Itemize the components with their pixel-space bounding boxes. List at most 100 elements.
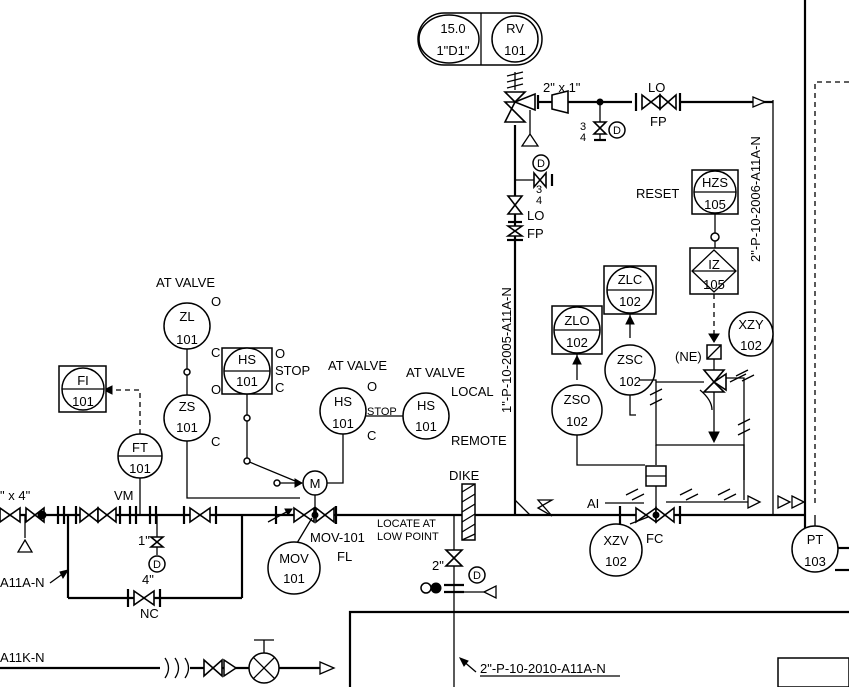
locate-label-2: LOW POINT — [377, 531, 439, 543]
zlo-102-bottom: 102 — [566, 335, 588, 350]
relief-valve-rv101: 15.0 1"D1" RV 101 2" x 1" D 3 4 LO FP 2"… — [417, 12, 773, 262]
remote-label: REMOTE — [451, 433, 507, 448]
hs-101-local-remote: AT VALVE AT VALVE HS 101 O STOP C HS 101… — [319, 358, 507, 484]
o-label-stop: O — [275, 346, 285, 361]
frac-top-1: 3 — [536, 184, 542, 196]
at-valve-label-3: AT VALVE — [406, 365, 465, 380]
o-label-2: O — [211, 382, 221, 397]
hs-101-stop: HS 101 O STOP C — [221, 346, 310, 488]
pt-103-top: PT — [807, 532, 824, 547]
vertical-right-line-label: 2"-P-10-2006-A11A-N — [748, 136, 763, 262]
rv-101-top: RV — [506, 21, 524, 36]
iz-105-top: IZ — [708, 257, 720, 272]
fp-label-1: FP — [527, 226, 544, 241]
iz-105-bottom: 105 — [703, 277, 725, 292]
zl-zs-limit-switches: AT VALVE ZL 101 O C ZS 101 O C — [156, 275, 300, 499]
rv-set-top: 15.0 — [440, 21, 465, 36]
hs-101-remote-top: HS — [417, 398, 435, 413]
bottom-line-label: 2"-P-10-2010-A11A-N — [480, 661, 606, 676]
zl-101-top: ZL — [179, 309, 194, 324]
relief-vertical-line: LO FP D 3 4 1"-P-10-2005-A11A-N — [499, 125, 555, 517]
vertical-left-line-label: 1"-P-10-2005-A11A-N — [499, 287, 514, 413]
hs-101-stop-top: HS — [238, 352, 256, 367]
fc-label: FC — [646, 531, 663, 546]
drain-d-2: D — [473, 570, 481, 582]
rv-101-bottom: 101 — [504, 43, 526, 58]
pt-103-bottom: 103 — [804, 554, 826, 569]
hzs-105-bottom: 105 — [704, 197, 726, 212]
main-process-line — [0, 0, 849, 600]
ft-101-top: FT — [132, 440, 148, 455]
left-bottom-line-label: A11K-N — [0, 650, 45, 665]
stop-label-1: STOP — [275, 363, 310, 378]
rv-set-bubble — [418, 14, 480, 64]
dike-label: DIKE — [449, 468, 480, 483]
zso-102-top: ZSO — [564, 392, 591, 407]
xzv-102-bottom: 102 — [605, 554, 627, 569]
frac-bottom-1: 4 — [536, 195, 542, 207]
mov-tag-label: MOV-101 — [310, 530, 365, 545]
drain-d-3: D — [537, 158, 545, 170]
locate-label-1: LOCATE AT — [377, 518, 436, 530]
xzv-102-bubble — [589, 523, 643, 577]
shutdown-logic: RESET HZS 105 IZ 105 XZY 102 (NE) — [636, 169, 774, 500]
bypass-nc-valve: 4" NC — [126, 572, 162, 621]
zl-101-bottom: 101 — [176, 332, 198, 347]
zsc-102-top: ZSC — [617, 352, 643, 367]
o-label-4: O — [367, 379, 377, 394]
at-valve-label-1: AT VALVE — [156, 275, 215, 290]
zso-102-bottom: 102 — [566, 414, 588, 429]
xzy-102-bottom: 102 — [740, 338, 762, 353]
c-label-1: C — [211, 345, 220, 360]
mov-101-assembly: M MOV 101 MOV-101 FL — [267, 470, 365, 595]
mov-101-bubble — [267, 541, 321, 595]
c-label-stop: C — [275, 380, 284, 395]
c-label-4: C — [367, 428, 376, 443]
lo-label-2: LO — [648, 80, 665, 95]
reset-label: RESET — [636, 186, 679, 201]
block-valve — [182, 506, 218, 524]
ai-label: AI — [587, 496, 599, 511]
fl-label: FL — [337, 549, 352, 564]
nc-label: NC — [140, 606, 159, 621]
xzy-102-bubble — [728, 311, 774, 357]
upstream-valves: " x 4" A11A-N — [0, 488, 70, 590]
lo-label-1: LO — [527, 208, 544, 223]
hs-101-local-top: HS — [334, 394, 352, 409]
drain-d-1: D — [153, 559, 161, 571]
frac-bottom-2: 4 — [580, 132, 586, 144]
frac-top-2: 3 — [580, 121, 586, 133]
xzy-102-top: XZY — [738, 317, 764, 332]
local-label: LOCAL — [451, 384, 494, 399]
at-valve-label-2: AT VALVE — [328, 358, 387, 373]
zlc-102-top: ZLC — [618, 272, 643, 287]
stop-label-2: STOP — [367, 406, 397, 418]
rv-101-bubble — [491, 15, 539, 63]
rv-set-bottom: 1"D1" — [436, 43, 469, 58]
reducer-label: 2" x 1" — [543, 80, 581, 95]
ne-label: (NE) — [675, 349, 702, 364]
drain-d-4: D — [613, 125, 621, 137]
size-2-label: 2" — [432, 558, 444, 573]
ft-101-bottom: 101 — [129, 461, 151, 476]
vm-label: VM — [114, 488, 134, 503]
xzv-102-top: XZV — [603, 533, 629, 548]
mov-101-top: MOV — [279, 551, 309, 566]
zs-101-top: ZS — [179, 399, 196, 414]
motor-label: M — [310, 476, 321, 491]
fp-label-2: FP — [650, 114, 667, 129]
bottom-pipes: A11K-N 2"-P-10-2010-A11A-N — [0, 610, 849, 687]
size-1-label: 1" — [138, 533, 150, 548]
hs-101-remote-bottom: 101 — [415, 419, 437, 434]
c-label-2: C — [211, 434, 220, 449]
pt-103-bubble — [791, 525, 839, 573]
zlo-102-top: ZLO — [564, 313, 589, 328]
zs-101-bottom: 101 — [176, 420, 198, 435]
pt-103: PT 103 — [791, 515, 839, 573]
left-size-label: " x 4" — [0, 488, 31, 503]
size-4-label: 4" — [142, 572, 154, 587]
position-switches: ZLC 102 ZSC 102 ZLO 102 ZSO 102 — [551, 265, 745, 480]
flow-meter-assembly: VM 1" D FT 101 FI 101 — [58, 365, 166, 573]
